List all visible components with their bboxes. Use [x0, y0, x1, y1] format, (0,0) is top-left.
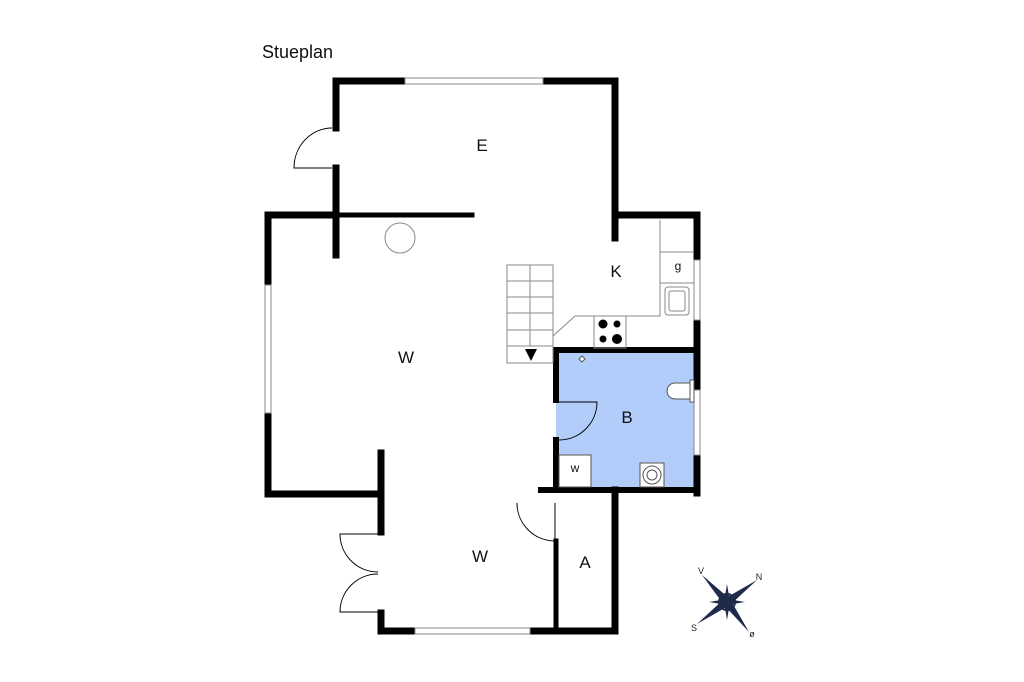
- room-label-living-lower: W: [471, 547, 489, 566]
- bathroom-fixtures: [558, 355, 695, 488]
- compass-south-label: S: [690, 623, 698, 633]
- room-label-entry: E: [476, 136, 488, 155]
- room-label-bathroom: B: [621, 408, 633, 427]
- compass-west-label: V: [697, 566, 705, 576]
- compass-north-label: N: [755, 572, 763, 582]
- round-table: [384, 222, 416, 254]
- room-label-storage: A: [579, 553, 591, 572]
- compass-rose-icon: [697, 575, 757, 632]
- washer-label: w: [570, 461, 580, 475]
- kitchen-counter: [552, 220, 694, 349]
- floor-title: Stueplan: [262, 42, 334, 62]
- stove-icon: [598, 319, 622, 344]
- windows: [264, 77, 701, 635]
- staircase: [506, 264, 554, 364]
- fridge-label: g: [674, 259, 682, 273]
- room-label-living-upper: W: [397, 348, 415, 367]
- stair-arrow-icon: [525, 349, 537, 361]
- room-label-kitchen: K: [610, 262, 622, 281]
- doors: [293, 127, 598, 613]
- compass-east-label: ø: [749, 629, 755, 639]
